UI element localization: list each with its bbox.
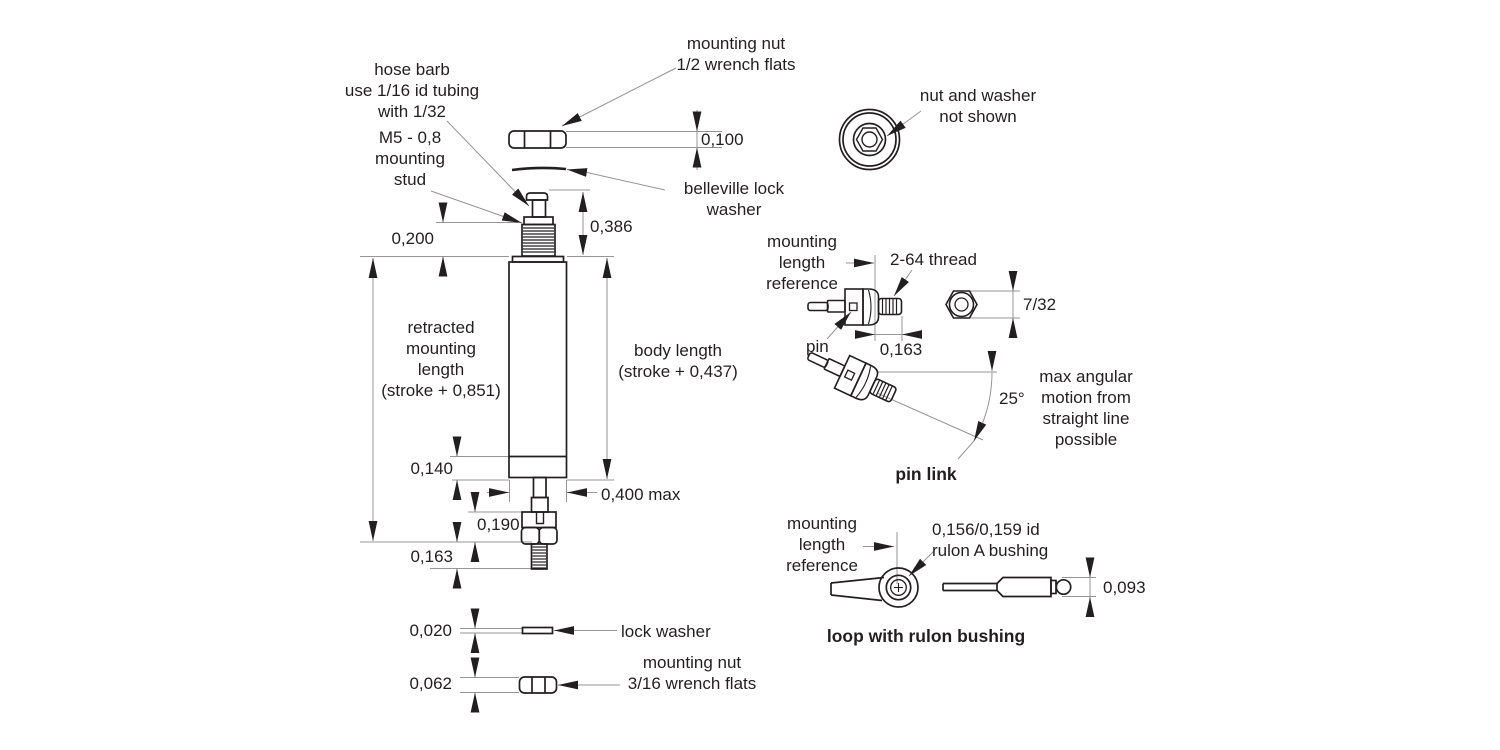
dim-bumper-height: 0,190 xyxy=(477,515,520,534)
dimension-lines xyxy=(360,110,1096,693)
dim-stud-exposed: 0,200 xyxy=(391,229,434,248)
hose-barb-label: hose barb use 1/16 id tubing with 1/32 xyxy=(344,60,480,121)
retracted-length-label: retracted mounting length (stroke + 0,85… xyxy=(381,318,501,400)
pin-link-caption: pin link xyxy=(895,464,957,484)
dim-nut-bottom-thickness: 0,062 xyxy=(409,674,452,693)
bushing-label: 0,156/0,159 id rulon A bushing xyxy=(932,520,1049,560)
dim-hex-size: 7/32 xyxy=(1023,295,1057,314)
dimension-arrows xyxy=(368,67,1095,713)
mounting-nut-bottom-label: mounting nut 3/16 wrench flats xyxy=(627,653,757,693)
pinlink-mounting-ref-label: mounting length reference xyxy=(766,232,838,293)
thread-label: 2-64 thread xyxy=(890,250,977,269)
lock-washer-label: lock washer xyxy=(621,622,711,641)
loop-mounting-ref-label: mounting length reference xyxy=(786,514,858,575)
belleville-washer-drawing xyxy=(511,166,567,172)
dim-nut-thickness: 0,100 xyxy=(701,130,744,149)
dim-loop-height: 0,093 xyxy=(1103,578,1146,597)
pin-label: pin xyxy=(806,337,829,356)
dim-cap-height: 0,140 xyxy=(410,459,453,478)
angle-label: 25° xyxy=(999,389,1025,408)
mounting-nut-side-view xyxy=(508,130,567,149)
nut-washer-note-label: nut and washer not shown xyxy=(919,86,1037,126)
dim-stud-length: 0,163 xyxy=(410,547,453,566)
body-length-label: body length (stroke + 0,437) xyxy=(618,341,738,381)
dim-washer-thickness: 0,020 xyxy=(409,621,452,640)
loop-drawing xyxy=(830,567,1072,608)
belleville-label: belleville lock washer xyxy=(683,179,785,219)
hex-end-view xyxy=(945,290,978,319)
loop-side-view xyxy=(942,576,1072,598)
bushing-center-cross xyxy=(894,583,903,592)
dim-stud-height: 0,386 xyxy=(590,217,633,236)
mounting-nut-top-label: mounting nut 1/2 wrench flats xyxy=(676,34,796,74)
loop-caption: loop with rulon bushing xyxy=(826,626,1026,646)
nut-washer-top-view-drawing xyxy=(838,108,901,171)
piston-rod-drawing xyxy=(520,476,558,570)
cylinder-assembly-drawing xyxy=(508,130,568,694)
dim-thread-length: 0,163 xyxy=(879,340,923,359)
hose-barb-drawing xyxy=(521,192,556,257)
lock-washer-drawing xyxy=(521,626,554,635)
max-angular-label: max angular motion from straight line po… xyxy=(1039,367,1133,449)
dim-diameter-max: 0,400 max xyxy=(601,485,681,504)
mounting-nut-bottom-drawing xyxy=(518,676,558,694)
m5-stud-label: M5 - 0,8 mounting stud xyxy=(375,128,445,189)
pin-link-drawing xyxy=(800,288,978,413)
